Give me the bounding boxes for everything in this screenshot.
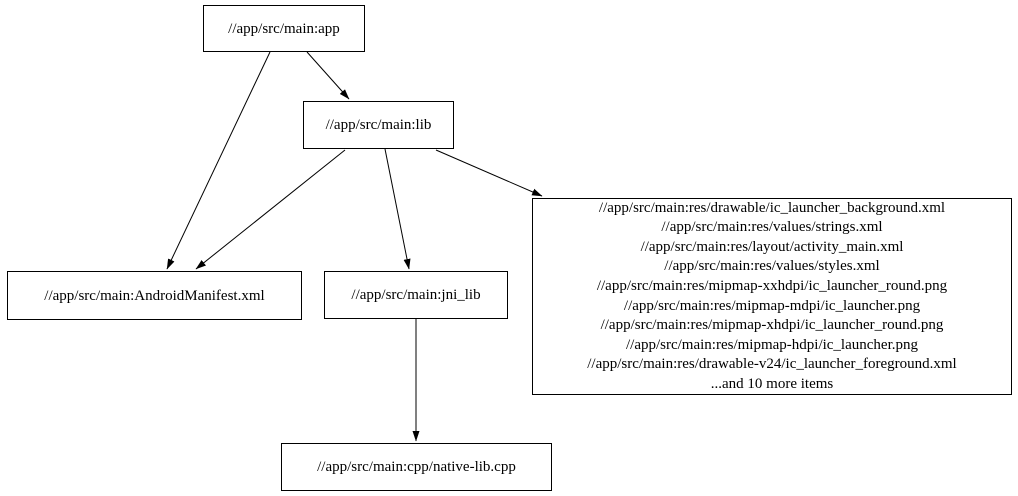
node-lib-label: //app/src/main:lib — [325, 117, 432, 133]
node-jni-lib-label: //app/src/main:jni_lib — [351, 287, 481, 303]
graph-node-app: //app/src/main:app — [203, 5, 365, 52]
res-group-more-items: ...and 10 more items — [710, 375, 834, 392]
graph-node-native-lib: //app/src/main:cpp/native-lib.cpp — [281, 443, 552, 491]
edge-lib-to-jni-lib — [384, 148, 411, 270]
edge-lib-to-android-manifest — [195, 149, 346, 270]
res-group-line: //app/src/main:res/mipmap-xxhdpi/ic_laun… — [596, 277, 948, 294]
node-native-lib-label: //app/src/main:cpp/native-lib.cpp — [317, 459, 516, 475]
res-group-line: //app/src/main:res/mipmap-hdpi/ic_launch… — [625, 336, 918, 353]
edge-app-to-android-manifest — [166, 51, 271, 270]
res-group-line: //app/src/main:res/values/strings.xml — [661, 219, 883, 236]
node-android-manifest-label: //app/src/main:AndroidManifest.xml — [44, 287, 265, 304]
res-group-line: //app/src/main:res/layout/activity_main.… — [640, 238, 904, 255]
graph-node-android-manifest: //app/src/main:AndroidManifest.xml — [7, 271, 302, 320]
edge-lib-to-res-group — [435, 149, 543, 197]
graph-node-lib: //app/src/main:lib — [303, 101, 454, 149]
graph-node-jni-lib: //app/src/main:jni_lib — [324, 271, 508, 319]
res-group-line: //app/src/main:res/mipmap-xhdpi/ic_launc… — [600, 317, 944, 334]
node-app-label: //app/src/main:app — [228, 20, 340, 37]
edge-app-to-lib — [306, 51, 350, 100]
res-group-line: //app/src/main:res/values/styles.xml — [664, 258, 880, 275]
res-group-line: //app/src/main:res/drawable/ic_launcher_… — [598, 199, 946, 216]
graph-node-res-group: //app/src/main:res/drawable/ic_launcher_… — [532, 198, 1012, 395]
res-group-line: //app/src/main:res/drawable-v24/ic_launc… — [587, 356, 957, 373]
res-group-line: //app/src/main:res/mipmap-mdpi/ic_launch… — [623, 297, 921, 314]
